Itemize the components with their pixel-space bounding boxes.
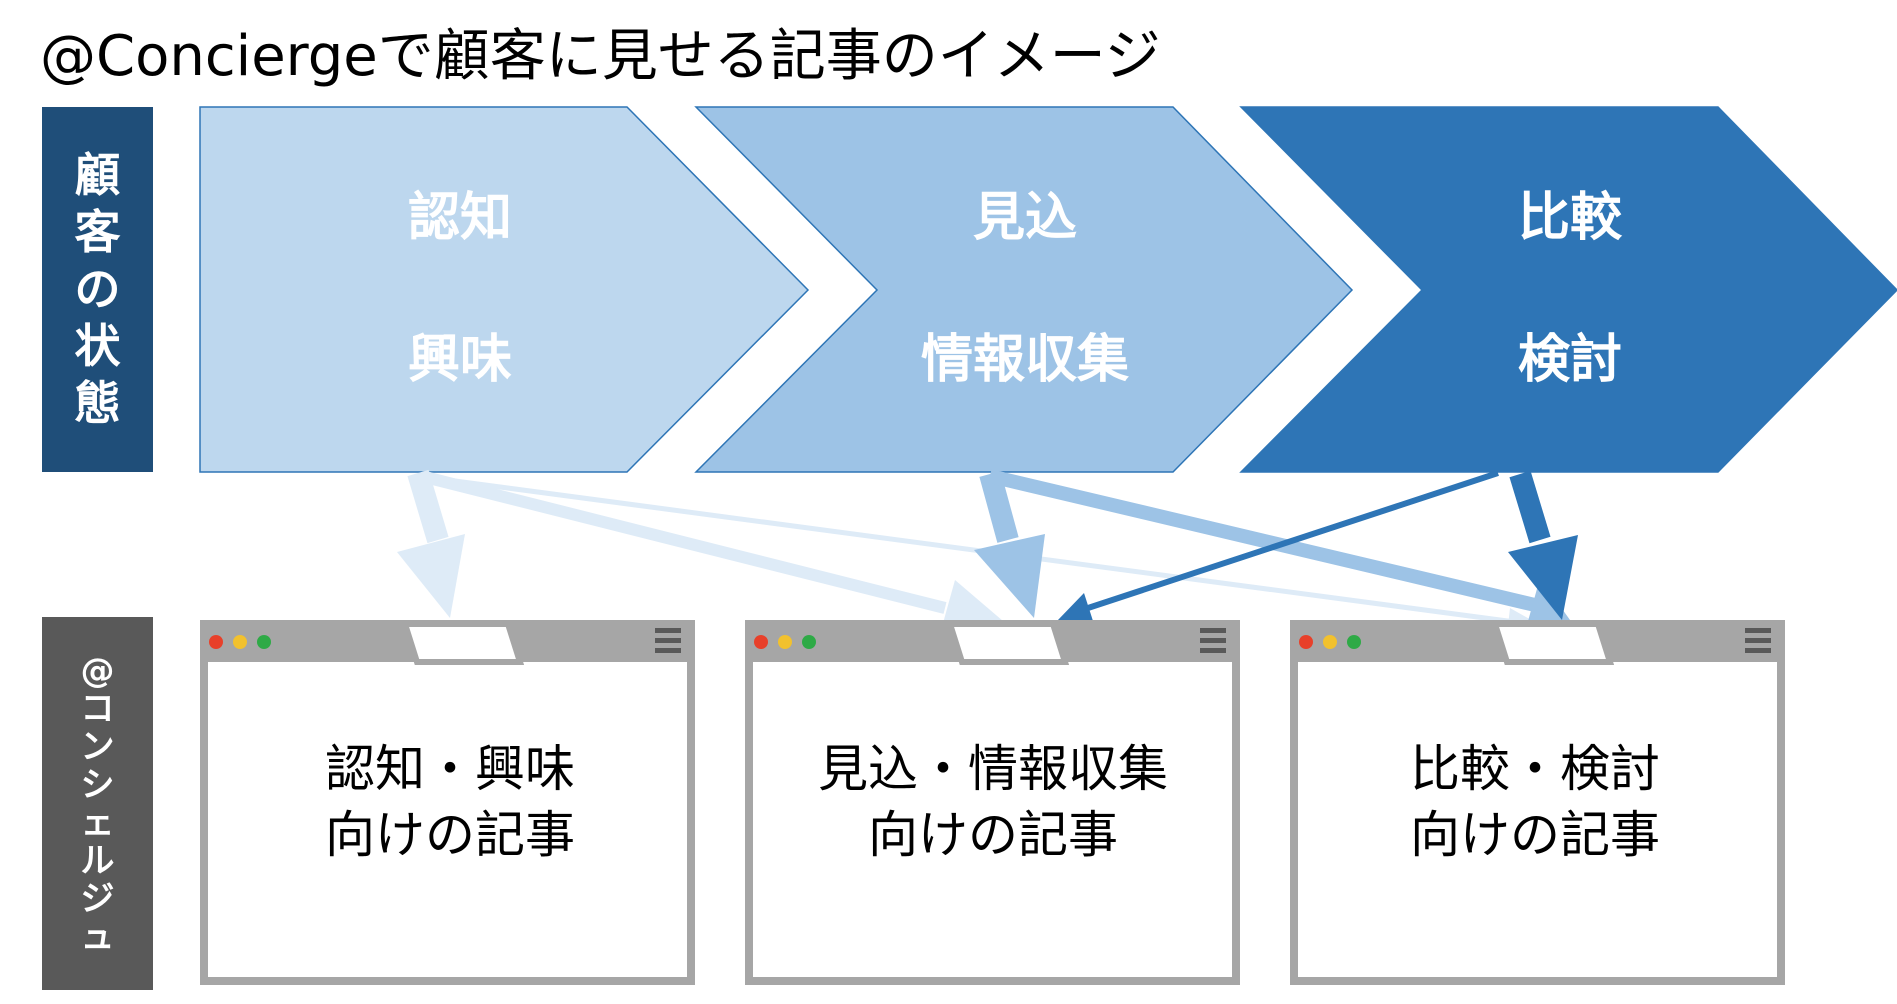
concierge-char: ル bbox=[80, 840, 115, 881]
arrow-group bbox=[397, 469, 1578, 635]
hamburger-menu-icon-bar bbox=[1200, 628, 1226, 633]
arrow-prospect-to-article3-shaft bbox=[988, 469, 1537, 612]
window-control-dot-icon bbox=[209, 635, 223, 649]
arrow-prospect-to-article3-head bbox=[1525, 578, 1575, 632]
concierge-char: コ bbox=[80, 688, 115, 729]
article-prospect-line2: 向けの記事 bbox=[868, 806, 1118, 864]
customer-state-char: 態 bbox=[74, 376, 121, 430]
stage-prospect-line1: 見込 bbox=[972, 188, 1077, 248]
article-awareness-text: 認知・興味 向けの記事 bbox=[205, 736, 695, 868]
article-comparison-line1: 比較・検討 bbox=[1410, 740, 1660, 798]
browser-body bbox=[1290, 620, 1785, 985]
stage-awareness-line1: 認知 bbox=[407, 188, 512, 248]
browser-body bbox=[200, 620, 695, 985]
customer-state-char: の bbox=[74, 262, 121, 316]
article-comparison-text: 比較・検討 向けの記事 bbox=[1290, 736, 1780, 868]
stage-prospect-line2: 情報収集 bbox=[920, 330, 1129, 390]
hamburger-menu-icon-bar bbox=[655, 638, 681, 643]
browser-tab bbox=[945, 621, 1070, 665]
window-control-dot-icon bbox=[257, 635, 271, 649]
arrow-awareness-to-article3-shaft bbox=[424, 474, 1516, 625]
article-prospect-text: 見込・情報収集 向けの記事 bbox=[748, 736, 1238, 868]
hamburger-menu-icon-bar bbox=[1745, 648, 1771, 653]
window-control-dot-icon bbox=[802, 635, 816, 649]
arrow-comparison-to-article3-head bbox=[1508, 535, 1578, 620]
window-control-dot-icon bbox=[1323, 635, 1337, 649]
customer-state-char: 客 bbox=[74, 205, 121, 259]
customer-state-char: 状 bbox=[74, 319, 121, 373]
stage-awareness-line2: 興味 bbox=[407, 330, 512, 390]
hamburger-menu-icon-bar bbox=[655, 628, 681, 633]
stage-comparison-line1: 比較 bbox=[1517, 188, 1622, 248]
stage-shape-awareness bbox=[199, 106, 810, 473]
concierge-char: ン bbox=[80, 726, 115, 767]
concierge-char: ェ bbox=[80, 802, 115, 843]
browser-window-comparison bbox=[1290, 620, 1785, 985]
browser-tab bbox=[400, 621, 525, 665]
arrow-comparison-to-article2-head bbox=[1057, 593, 1093, 621]
hamburger-menu-icon-bar bbox=[1200, 648, 1226, 653]
arrow-prospect-to-article2-shaft bbox=[979, 471, 1019, 543]
diagram-title: @Conciergeで顧客に見せる記事のイメージ bbox=[40, 24, 1161, 89]
browser-window-awareness bbox=[200, 620, 695, 985]
arrow-comparison-to-article3-shaft bbox=[1509, 470, 1551, 544]
browser-body bbox=[745, 620, 1240, 985]
arrow-prospect-to-article2-head bbox=[974, 534, 1045, 618]
hamburger-menu-icon-bar bbox=[1200, 638, 1226, 643]
article-awareness-line1: 認知・興味 bbox=[325, 740, 575, 798]
concierge-char: @ bbox=[80, 650, 115, 691]
window-control-dot-icon bbox=[1299, 635, 1313, 649]
hamburger-menu-icon-bar bbox=[655, 648, 681, 653]
article-awareness-line2: 向けの記事 bbox=[325, 806, 575, 864]
browser-group bbox=[200, 620, 1785, 985]
hamburger-menu-icon-bar bbox=[1745, 638, 1771, 643]
arrow-awareness-to-article2-shaft bbox=[423, 471, 947, 614]
concierge-label: @ コ ン シ ェ ル ジ ュ bbox=[42, 617, 153, 990]
arrow-comparison-to-article2-shaft bbox=[1087, 470, 1499, 611]
hamburger-menu-icon-bar bbox=[1745, 628, 1771, 633]
stage-shape-prospect bbox=[694, 106, 1354, 473]
concierge-char: ュ bbox=[80, 916, 115, 957]
article-comparison-line2: 向けの記事 bbox=[1410, 806, 1660, 864]
concierge-char: ジ bbox=[80, 878, 115, 919]
article-prospect-line1: 見込・情報収集 bbox=[818, 740, 1168, 798]
arrow-awareness-to-article1-head bbox=[397, 534, 465, 618]
browser-tab bbox=[1490, 621, 1615, 665]
stage-comparison-line2: 検討 bbox=[1517, 330, 1622, 390]
arrow-awareness-to-article1-shaft bbox=[407, 469, 449, 544]
window-control-dot-icon bbox=[233, 635, 247, 649]
window-control-dot-icon bbox=[1347, 635, 1361, 649]
browser-window-prospect bbox=[745, 620, 1240, 985]
customer-state-label: 顧 客 の 状 態 bbox=[42, 107, 153, 472]
customer-state-char: 顧 bbox=[74, 148, 121, 202]
window-control-dot-icon bbox=[778, 635, 792, 649]
window-control-dot-icon bbox=[754, 635, 768, 649]
stage-shape-comparison bbox=[1239, 106, 1897, 473]
concierge-char: シ bbox=[80, 764, 115, 805]
